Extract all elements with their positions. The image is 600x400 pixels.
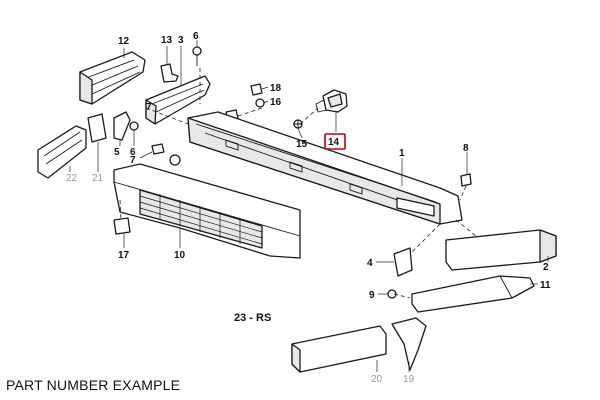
label-14: 14 xyxy=(328,137,340,148)
label-2: 2 xyxy=(543,262,549,273)
part-7-nut-b xyxy=(169,154,181,166)
label-15: 15 xyxy=(296,139,308,150)
label-group-23-rs: 23 - RS xyxy=(234,312,271,324)
part-13-clip xyxy=(160,63,179,83)
part-labels: 12 13 3 6 18 16 15 14 1 8 5 6 7 7 22 21 … xyxy=(66,31,551,385)
assembly-lines xyxy=(119,68,477,299)
label-13: 13 xyxy=(161,35,173,46)
label-22: 22 xyxy=(66,173,78,184)
label-16: 16 xyxy=(270,97,282,108)
label-9: 9 xyxy=(369,290,375,301)
label-4: 4 xyxy=(367,258,373,269)
part-17-clip xyxy=(113,217,131,235)
part-18-clip xyxy=(250,83,263,96)
label-6-lower: 6 xyxy=(130,147,136,158)
label-5: 5 xyxy=(114,147,120,158)
highlight-box-part-14 xyxy=(324,133,346,150)
part-7-nut-a xyxy=(151,143,165,155)
label-21: 21 xyxy=(92,173,104,184)
part-21-block xyxy=(87,113,107,143)
label-6-top: 6 xyxy=(193,31,199,42)
part-20-lower-trim xyxy=(291,325,387,373)
part-4-bracket xyxy=(393,247,413,277)
label-10: 10 xyxy=(174,250,186,261)
label-7-upper: 7 xyxy=(146,102,152,113)
part-3-bracket xyxy=(145,75,211,125)
label-7-lower: 7 xyxy=(130,155,136,166)
part-5-bracket xyxy=(113,111,131,141)
label-1: 1 xyxy=(399,148,405,159)
part-14-component xyxy=(315,89,348,113)
caption: PART NUMBER EXAMPLE xyxy=(6,377,181,393)
label-20: 20 xyxy=(371,374,383,385)
part-1-bumper-carrier xyxy=(187,111,463,225)
part-19-bracket xyxy=(391,317,427,371)
part-22-end-cover xyxy=(37,125,87,179)
label-8: 8 xyxy=(463,143,469,154)
label-19: 19 xyxy=(403,374,415,385)
label-18: 18 xyxy=(270,83,282,94)
part-12-bracket xyxy=(79,51,146,105)
leader-lines xyxy=(69,40,549,372)
label-11: 11 xyxy=(540,280,551,291)
part-6-screw-lower xyxy=(129,121,139,131)
part-11-trim-strip xyxy=(411,275,535,313)
part-15-screw xyxy=(293,119,303,129)
label-17: 17 xyxy=(118,250,130,261)
part-6-screw-top xyxy=(192,46,202,66)
label-3: 3 xyxy=(178,35,184,46)
part-8-clip xyxy=(460,173,472,187)
label-12: 12 xyxy=(118,36,130,47)
part-10-grille xyxy=(113,163,301,259)
part-2-end-cover xyxy=(445,229,557,271)
part-16-nut xyxy=(255,98,265,108)
